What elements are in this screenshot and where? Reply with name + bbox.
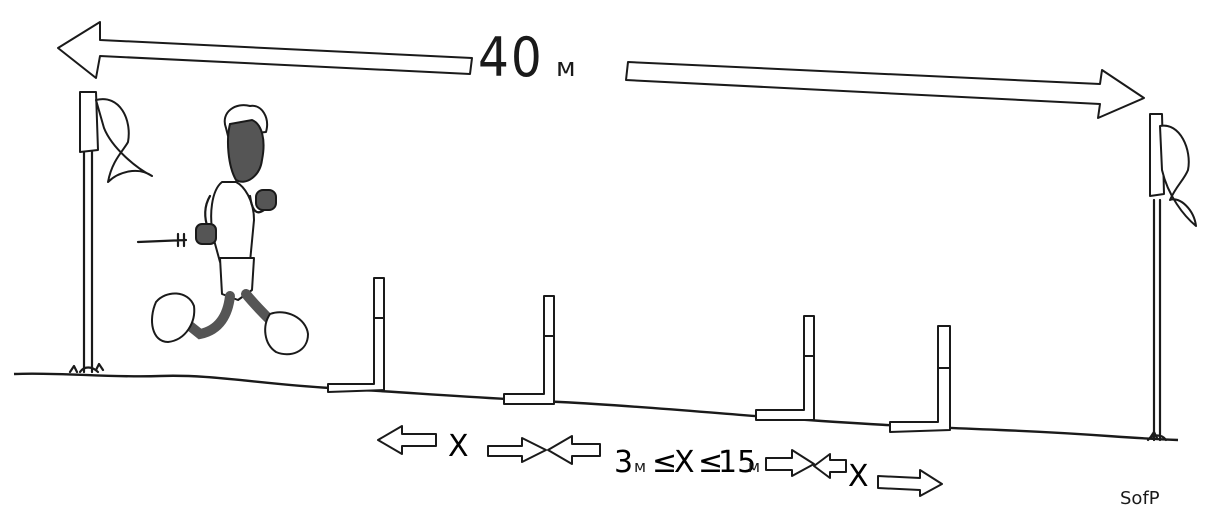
marker-cone-4 <box>889 325 951 433</box>
marker-cone-1 <box>327 277 385 393</box>
left-arrow-icon <box>57 21 473 79</box>
spacing-lower-unit: м <box>634 457 646 476</box>
runner-figure <box>136 104 309 356</box>
spacing-upper-unit: м <box>748 457 760 476</box>
right-arrow-icon <box>487 437 547 463</box>
distance-unit: м <box>556 53 576 83</box>
right-arrow-icon <box>625 61 1145 119</box>
left-arrow-icon <box>547 435 601 465</box>
distance-value: 40 <box>478 26 544 89</box>
ground-line <box>13 372 1179 442</box>
artist-signature: SofP <box>1120 488 1160 509</box>
ground-grass <box>68 362 1159 440</box>
start-flag <box>78 91 153 374</box>
spacing-variable-left: X <box>448 429 469 464</box>
spacing-variable-center: X <box>674 445 695 480</box>
marker-cone-3 <box>755 315 815 421</box>
motion-arrow-icon <box>136 232 188 248</box>
spacing-upper-value: 15 <box>718 445 756 480</box>
spacing-relation-left: ≤ <box>652 445 677 480</box>
left-arrow-icon <box>377 425 437 455</box>
spacing-relation-right: ≤ <box>698 445 723 480</box>
finish-flag <box>1146 113 1197 442</box>
spacing-lower-value: 3 <box>614 445 633 480</box>
total-distance-arrow: 40 м <box>57 21 1145 119</box>
right-arrow-icon <box>877 469 943 497</box>
spacing-variable-right: X <box>848 459 869 494</box>
left-arrow-icon <box>813 453 847 479</box>
marker-cone-2 <box>503 295 555 405</box>
right-arrow-icon <box>765 449 815 477</box>
spacing-annotation: X 3 м ≤ X ≤ 15 м X <box>377 425 943 497</box>
